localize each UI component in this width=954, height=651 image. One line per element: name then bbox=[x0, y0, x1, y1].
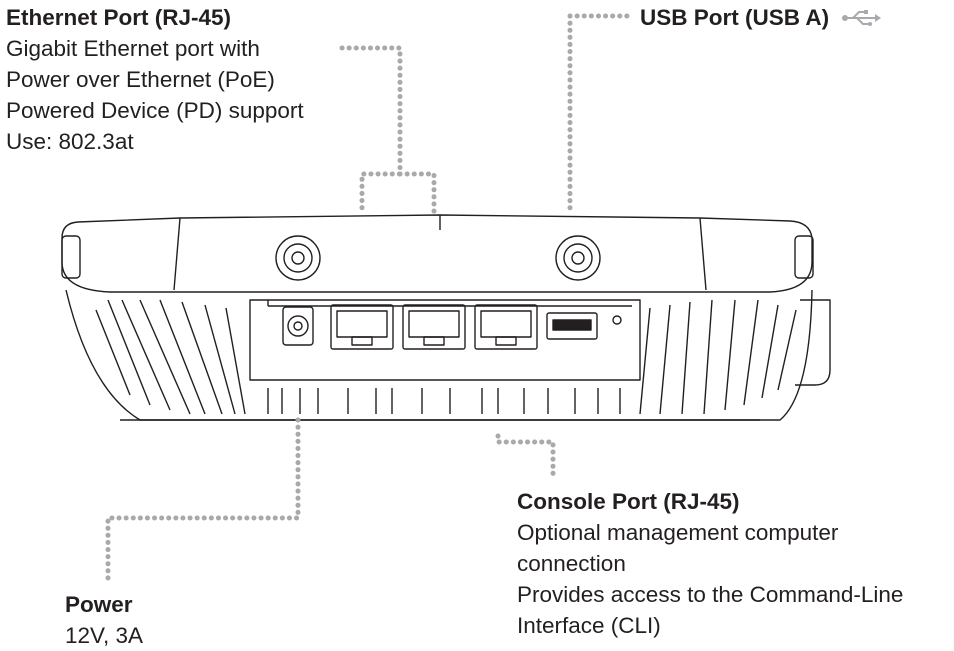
heat-sink-fins bbox=[95, 299, 797, 415]
callout-usb-port: USB Port (USB A) bbox=[640, 2, 882, 35]
housing-base bbox=[65, 289, 813, 421]
console-port-line-2: connection bbox=[517, 551, 626, 576]
console-port-line-1: Optional management computer bbox=[517, 520, 839, 545]
usb-icon bbox=[841, 4, 882, 35]
ethernet-port-title: Ethernet Port (RJ-45) bbox=[6, 5, 232, 30]
console-port bbox=[474, 304, 538, 350]
ethernet-port-line-4: Use: 802.3at bbox=[6, 129, 134, 154]
leader-usb bbox=[567, 13, 635, 215]
callout-power: Power 12V, 3A bbox=[65, 589, 265, 651]
power-line-1: 12V, 3A bbox=[65, 623, 143, 648]
usb-port bbox=[546, 312, 598, 340]
power-jack bbox=[282, 306, 314, 346]
ethernet-port-line-2: Power over Ethernet (PoE) bbox=[6, 67, 275, 92]
leader-ethernet bbox=[339, 45, 437, 215]
housing-top bbox=[61, 214, 813, 262]
power-title: Power bbox=[65, 592, 133, 617]
ethernet-port-line-1: Gigabit Ethernet port with bbox=[6, 36, 260, 61]
callout-ethernet-port: Ethernet Port (RJ-45) Gigabit Ethernet p… bbox=[6, 2, 346, 157]
ethernet-port-1 bbox=[402, 304, 466, 350]
ethernet-port-line-3: Powered Device (PD) support bbox=[6, 98, 304, 123]
ethernet-port-0 bbox=[330, 304, 394, 350]
console-port-line-3: Provides access to the Command-Line bbox=[517, 582, 904, 607]
leader-console bbox=[495, 433, 556, 483]
console-port-line-4: Interface (CLI) bbox=[517, 613, 661, 638]
status-led bbox=[612, 315, 622, 325]
antenna-connector-left bbox=[275, 235, 321, 281]
usb-port-title: USB Port (USB A) bbox=[640, 5, 830, 30]
console-port-title: Console Port (RJ-45) bbox=[517, 489, 740, 514]
leader-power bbox=[105, 417, 301, 585]
callout-console-port: Console Port (RJ-45) Optional management… bbox=[517, 486, 954, 641]
antenna-connector-right bbox=[555, 235, 601, 281]
port-panel bbox=[249, 299, 641, 381]
